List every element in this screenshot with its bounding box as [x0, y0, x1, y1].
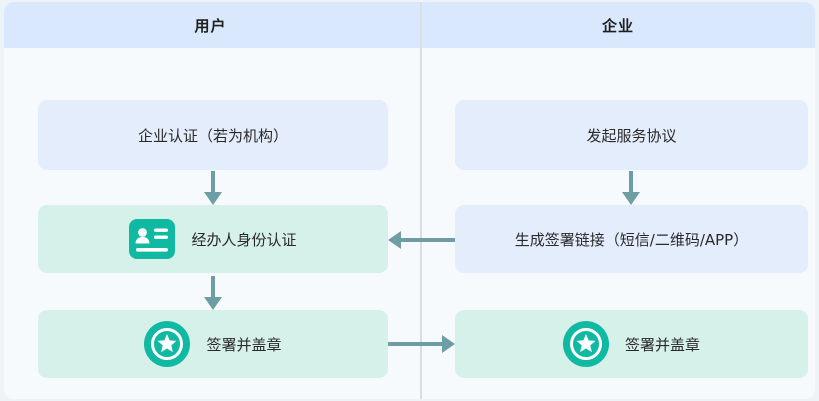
node-agent-identity-auth-label: 经办人身份认证 — [191, 230, 297, 249]
node-sign-and-seal-enterprise-label: 签署并盖章 — [624, 335, 700, 354]
column-header-strip — [4, 2, 815, 48]
node-sign-and-seal-user: 签署并盖章 — [38, 310, 388, 378]
node-generate-sign-link-label: 生成签署链接（短信/二维码/APP） — [514, 230, 749, 249]
node-initiate-service-agreement-label: 发起服务协议 — [586, 126, 677, 145]
node-generate-sign-link: 生成签署链接（短信/二维码/APP） — [455, 205, 808, 273]
node-sign-and-seal-user-label: 签署并盖章 — [206, 335, 282, 354]
arrow-down-right-col-1 — [622, 171, 640, 205]
column-header-user: 用户 — [0, 2, 421, 48]
seal-icon — [562, 321, 609, 367]
column-header-user-label: 用户 — [194, 16, 227, 35]
arrow-down-left-col-1 — [204, 171, 222, 205]
node-enterprise-auth: 企业认证（若为机构） — [38, 100, 388, 170]
seal-icon — [144, 321, 191, 367]
arrow-down-left-col-2 — [204, 276, 222, 310]
arrow-right-sign-seal-user-to-enterprise — [388, 335, 455, 353]
id-card-icon — [129, 219, 176, 259]
node-agent-identity-auth: 经办人身份认证 — [38, 205, 388, 273]
node-enterprise-auth-label: 企业认证（若为机构） — [137, 126, 288, 145]
column-divider — [420, 2, 422, 399]
node-sign-and-seal-enterprise: 签署并盖章 — [455, 310, 808, 378]
column-header-enterprise: 企业 — [421, 2, 815, 48]
column-header-enterprise-label: 企业 — [601, 16, 634, 35]
node-initiate-service-agreement: 发起服务协议 — [455, 100, 808, 170]
arrow-left-generate-link-to-identity-auth — [388, 231, 455, 249]
